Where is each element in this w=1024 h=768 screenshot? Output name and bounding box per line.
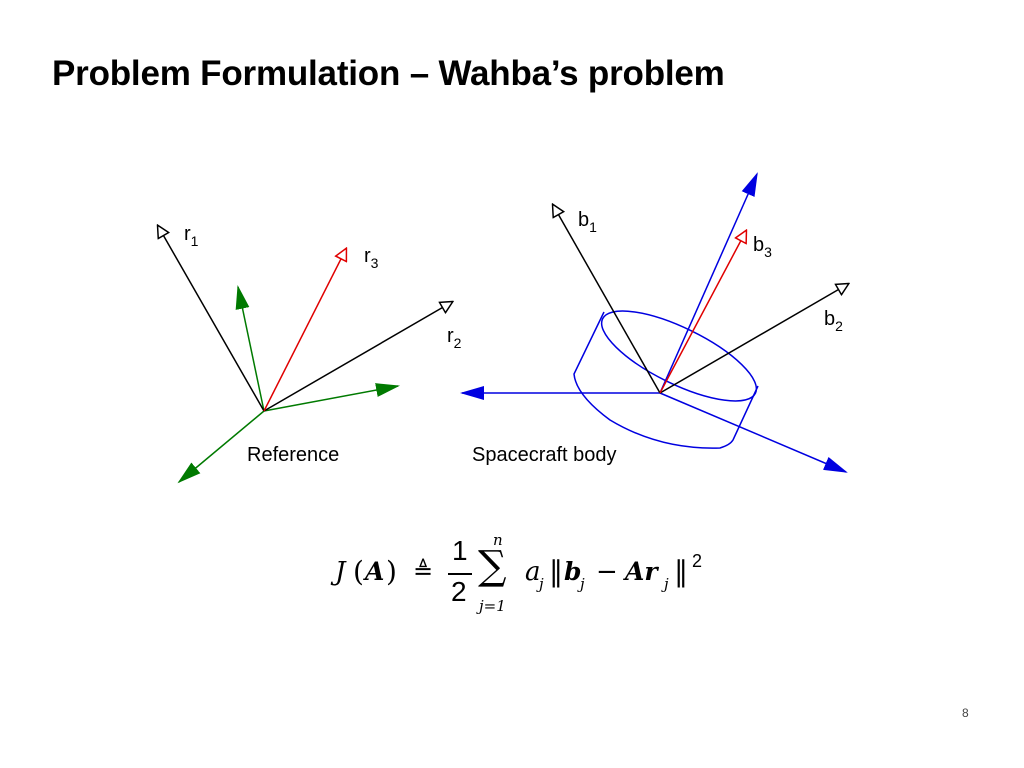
- eq-norm-open: ‖: [549, 555, 563, 588]
- eq-norm-close: ‖: [674, 555, 688, 588]
- b3-label: b3: [753, 234, 772, 260]
- eq-def-symbol: ≜: [413, 557, 434, 585]
- eq-b-sub: j: [580, 575, 585, 593]
- reference-frame: r1 r3 r2 Reference: [158, 223, 462, 484]
- eq-r-sub: j: [664, 575, 669, 593]
- eq-a: a: [525, 557, 541, 587]
- eq-frac-num: 1: [452, 535, 468, 566]
- slide-title: Problem Formulation – Wahba’s problem: [52, 54, 725, 93]
- eq-frac-den: 2: [451, 576, 467, 607]
- r3-label: r3: [364, 245, 379, 271]
- eq-minus: −: [596, 557, 618, 587]
- reference-axis-down-left: [177, 410, 265, 484]
- b1-label: b1: [578, 209, 597, 235]
- eq-sum-lower: j=1: [479, 597, 506, 615]
- b3-vector: [659, 231, 746, 394]
- body-axis-down-right: [659, 392, 848, 473]
- eq-sum-upper: n: [493, 531, 503, 549]
- reference-axis-up: [235, 285, 265, 412]
- eq-power: 2: [692, 551, 703, 571]
- page-number: 8: [962, 706, 969, 720]
- eq-b: b: [564, 557, 582, 586]
- r1-label: r1: [184, 223, 199, 249]
- eq-paren-close: ): [386, 555, 397, 588]
- eq-Ar: Ar: [625, 557, 658, 586]
- r1-vector: [158, 226, 265, 412]
- r2-vector: [263, 302, 452, 412]
- eq-A: A: [365, 557, 385, 586]
- eq-J: J: [335, 557, 346, 587]
- reference-caption: Reference: [247, 444, 339, 466]
- spacecraft-cylinder-side: [573, 311, 759, 449]
- b1-vector: [553, 205, 661, 394]
- b2-label: b2: [824, 308, 843, 334]
- eq-a-sub: j: [539, 575, 544, 593]
- b2-vector: [659, 284, 848, 394]
- r3-vector: [263, 249, 346, 412]
- body-axis-up: [659, 172, 758, 394]
- eq-frac-bar: [448, 573, 472, 575]
- reference-axis-right: [263, 383, 400, 412]
- eq-sum-symbol: ∑: [478, 543, 507, 589]
- body-frame: b1 b3 b2 Spacecraft body: [460, 172, 848, 473]
- body-caption: Spacecraft body: [472, 444, 617, 466]
- eq-paren-open: (: [353, 555, 364, 588]
- r2-label: r2: [447, 325, 462, 351]
